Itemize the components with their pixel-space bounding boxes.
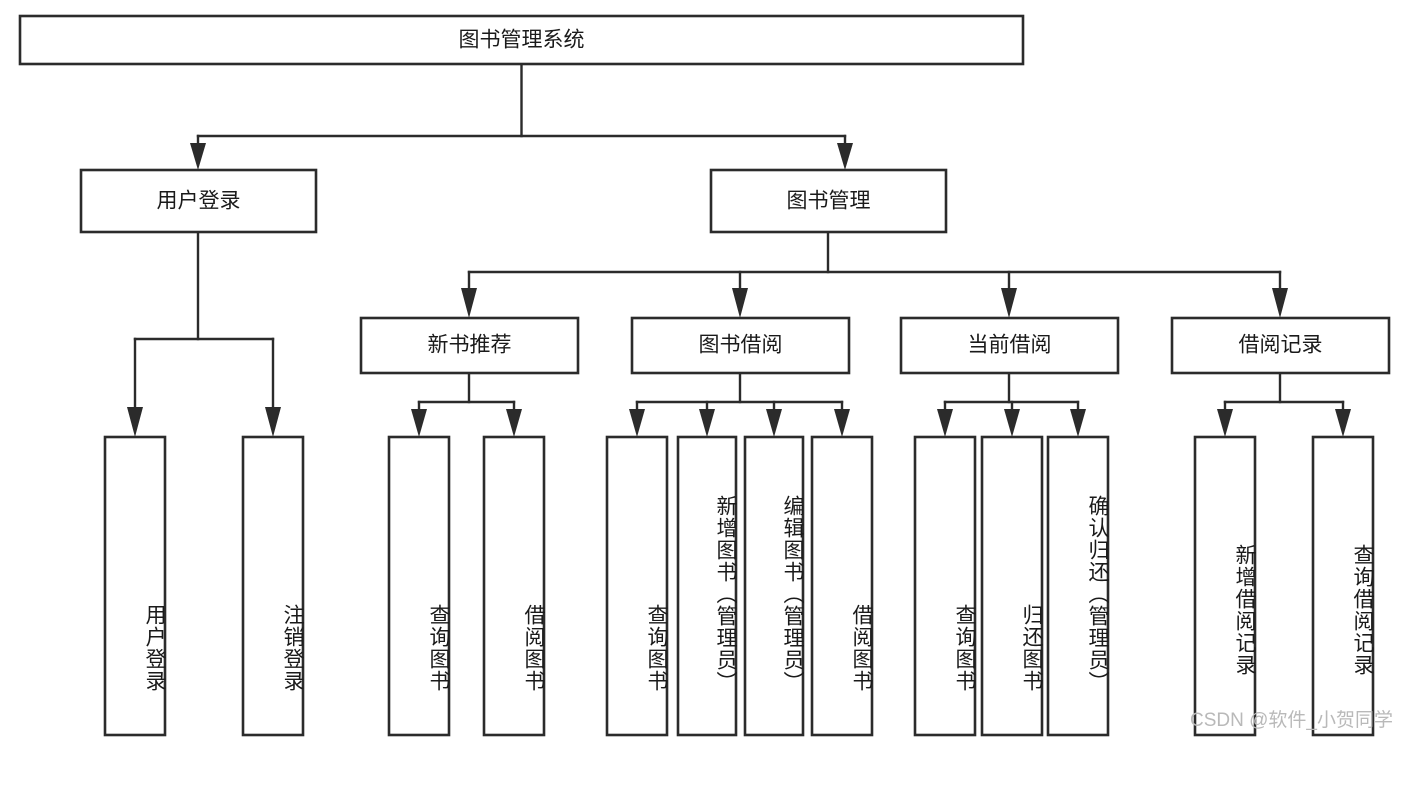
csdn-watermark: CSDN @软件_小贺同学 [1190, 710, 1393, 731]
node-book-manage-label: 图书管理 [787, 190, 871, 213]
node-root[interactable]: 图书管理系统 [18, 14, 1025, 66]
arrowhead-leaf-borrow-book-1 [506, 409, 522, 437]
node-user-login[interactable]: 用户登录 [79, 168, 318, 234]
arrowhead-leaf-query-record [1335, 409, 1351, 437]
arrowhead-borrow-record [1272, 288, 1288, 318]
arrowhead-leaf-query-book-1 [411, 409, 427, 437]
leaf-box-add-record[interactable] [1193, 435, 1257, 737]
node-current-borrow-box[interactable] [899, 316, 1120, 375]
node-new-book-recommend-box[interactable] [359, 316, 580, 375]
leaf-box-user-login[interactable] [103, 435, 167, 737]
arrowhead-leaf-add-record [1217, 409, 1233, 437]
leaf-box-user-logout[interactable] [241, 435, 305, 737]
node-book-borrow-box[interactable] [630, 316, 851, 375]
node-borrow-record-label: 借阅记录 [1239, 334, 1323, 357]
node-new-book-recommend-label: 新书推荐 [428, 334, 512, 357]
arrowhead-user-login [190, 143, 206, 170]
leaf-box-return-book[interactable] [980, 435, 1044, 737]
node-new-book-recommend[interactable]: 新书推荐 [359, 316, 580, 375]
leaf-box-query-book-1[interactable] [387, 435, 451, 737]
arrowhead-leaf-borrow-book-2 [834, 409, 850, 437]
arrowhead-book-manage [837, 143, 853, 170]
leaf-box-edit-book[interactable] [743, 435, 805, 737]
node-current-borrow-label: 当前借阅 [968, 334, 1052, 357]
leaf-box-add-book[interactable] [676, 435, 738, 737]
node-book-manage[interactable]: 图书管理 [709, 168, 948, 234]
connector-layer [127, 62, 1351, 437]
leaf-box-query-record[interactable] [1311, 435, 1375, 737]
leaf-box-borrow-book-1[interactable] [482, 435, 546, 737]
arrowhead-current-borrow [1001, 288, 1017, 318]
node-user-login-label: 用户登录 [157, 190, 241, 213]
flowchart-svg: 图书管理系统 用户登录 图书管理 新书推荐 图书借阅 当前借阅 借阅记录 [18, 14, 1391, 737]
leaf-box-query-book-3[interactable] [913, 435, 977, 737]
node-book-borrow-label: 图书借阅 [699, 334, 783, 357]
node-current-borrow[interactable]: 当前借阅 [899, 316, 1120, 375]
arrowhead-leaf-query-book-2 [629, 409, 645, 437]
leaf-box-layer [103, 435, 1375, 737]
arrowhead-book-borrow [732, 288, 748, 318]
arrowhead-leaf-user-logout [265, 407, 281, 437]
arrowhead-leaf-return-book [1004, 409, 1020, 437]
arrowhead-new-book-recommend [461, 288, 477, 318]
leaf-box-borrow-book-2[interactable] [810, 435, 874, 737]
leaf-box-query-book-2[interactable] [605, 435, 669, 737]
node-root-label: 图书管理系统 [459, 29, 585, 52]
node-root-box[interactable] [18, 14, 1025, 66]
node-book-borrow[interactable]: 图书借阅 [630, 316, 851, 375]
arrowhead-leaf-edit-book [766, 409, 782, 437]
arrowhead-leaf-add-book [699, 409, 715, 437]
node-borrow-record[interactable]: 借阅记录 [1170, 316, 1391, 375]
node-user-login-box[interactable] [79, 168, 318, 234]
flowchart-canvas: 图书管理系统 用户登录 图书管理 新书推荐 图书借阅 当前借阅 借阅记录 [18, 14, 1393, 737]
node-borrow-record-box[interactable] [1170, 316, 1391, 375]
arrowhead-leaf-confirm-return [1070, 409, 1086, 437]
leaf-box-confirm-return[interactable] [1046, 435, 1110, 737]
arrowhead-leaf-query-book-3 [937, 409, 953, 437]
arrowhead-leaf-user-login [127, 407, 143, 437]
node-book-manage-box[interactable] [709, 168, 948, 234]
